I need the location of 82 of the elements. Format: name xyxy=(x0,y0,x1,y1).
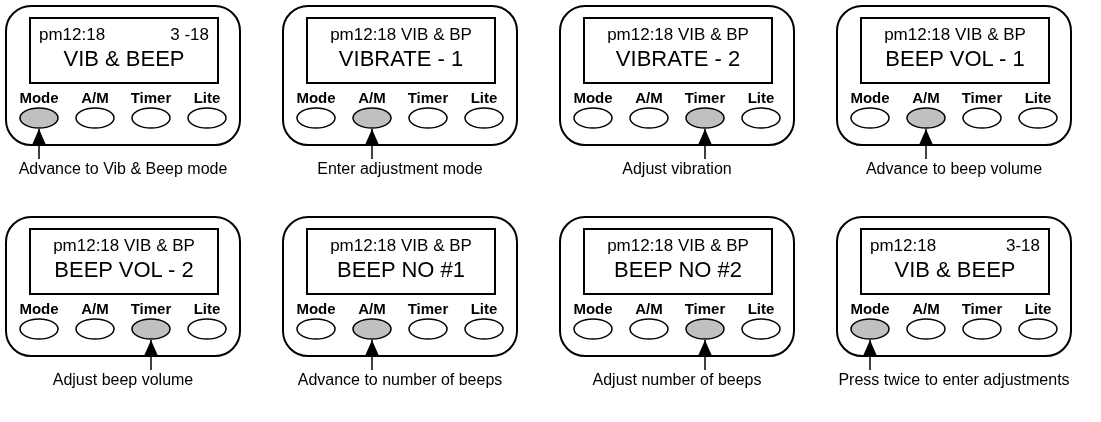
lcd-screen xyxy=(29,17,219,84)
display-text: pm12:18 VIB & BP xyxy=(53,236,195,256)
button-label: Mode xyxy=(296,89,336,107)
button-label: Lite xyxy=(747,89,775,107)
lcd-screen xyxy=(860,17,1050,84)
button-label: Timer xyxy=(961,89,1003,107)
display-text: VIBRATE - 2 xyxy=(615,45,741,73)
button-label: Mode xyxy=(19,89,59,107)
lcd-screen xyxy=(29,228,219,295)
watch-body xyxy=(836,216,1072,357)
button-label: A/M xyxy=(912,300,940,318)
display-text: pm12:18 xyxy=(39,25,106,45)
button-label: Mode xyxy=(573,89,613,107)
arrow xyxy=(144,339,158,371)
watch-body xyxy=(836,5,1072,146)
display-text: pm12:18 xyxy=(870,236,937,256)
button-label: Mode xyxy=(850,300,890,318)
arrow xyxy=(32,128,46,160)
button-label: A/M xyxy=(81,300,109,318)
lcd-screen xyxy=(306,228,496,295)
display-text: pm12:18 VIB & BP xyxy=(330,236,472,256)
instruction-caption: Adjust beep volume xyxy=(3,370,243,390)
display-text: BEEP NO #1 xyxy=(337,256,465,284)
lcd-screen xyxy=(583,228,773,295)
button-label: A/M xyxy=(635,300,663,318)
button-label: Lite xyxy=(470,300,498,318)
instruction-caption: Press twice to enter adjustments xyxy=(834,370,1074,390)
instruction-caption: Advance to beep volume xyxy=(834,159,1074,179)
button-label: Timer xyxy=(407,89,449,107)
lcd-screen xyxy=(306,17,496,84)
watch-body xyxy=(282,5,518,146)
watch-body xyxy=(559,5,795,146)
instruction-caption: Advance to number of beeps xyxy=(280,370,520,390)
display-text: BEEP VOL - 1 xyxy=(885,45,1025,73)
display-text: VIB & BEEP xyxy=(63,45,185,73)
display-text: BEEP NO #2 xyxy=(614,256,742,284)
instruction-caption: Adjust number of beeps xyxy=(557,370,797,390)
display-text: pm12:18 VIB & BP xyxy=(884,25,1026,45)
button-label: Timer xyxy=(407,300,449,318)
instruction-caption: Advance to Vib & Beep mode xyxy=(3,159,243,179)
button-label: Timer xyxy=(961,300,1003,318)
display-text: BEEP VOL - 2 xyxy=(54,256,194,284)
arrow xyxy=(698,128,712,160)
button-label: A/M xyxy=(358,89,386,107)
button-label: Timer xyxy=(130,89,172,107)
button-label: Lite xyxy=(470,89,498,107)
arrow xyxy=(698,339,712,371)
button-label: A/M xyxy=(635,89,663,107)
display-text: 3 -18 xyxy=(170,25,209,45)
button-label: A/M xyxy=(358,300,386,318)
arrow xyxy=(365,128,379,160)
button-label: A/M xyxy=(912,89,940,107)
arrow xyxy=(919,128,933,160)
button-label: A/M xyxy=(81,89,109,107)
button-label: Lite xyxy=(1024,300,1052,318)
arrow xyxy=(863,339,877,371)
button-label: Timer xyxy=(130,300,172,318)
display-text: pm12:18 VIB & BP xyxy=(607,236,749,256)
button-label: Mode xyxy=(19,300,59,318)
button-label: Lite xyxy=(193,300,221,318)
watch-body xyxy=(559,216,795,357)
watch-body xyxy=(5,5,241,146)
display-text: VIB & BEEP xyxy=(894,256,1016,284)
watch-body xyxy=(5,216,241,357)
display-text: 3-18 xyxy=(1005,236,1040,256)
button-label: Lite xyxy=(193,89,221,107)
lcd-screen xyxy=(583,17,773,84)
button-label: Timer xyxy=(684,89,726,107)
lcd-screen xyxy=(860,228,1050,295)
button-label: Mode xyxy=(850,89,890,107)
button-label: Lite xyxy=(747,300,775,318)
instruction-caption: Enter adjustment mode xyxy=(280,159,520,179)
display-text: pm12:18 VIB & BP xyxy=(330,25,472,45)
button-label: Timer xyxy=(684,300,726,318)
button-label: Mode xyxy=(573,300,613,318)
display-text: VIBRATE - 1 xyxy=(338,45,464,73)
button-label: Mode xyxy=(296,300,336,318)
watch-body xyxy=(282,216,518,357)
display-text: pm12:18 VIB & BP xyxy=(607,25,749,45)
arrow xyxy=(365,339,379,371)
instruction-caption: Adjust vibration xyxy=(557,159,797,179)
button-label: Lite xyxy=(1024,89,1052,107)
